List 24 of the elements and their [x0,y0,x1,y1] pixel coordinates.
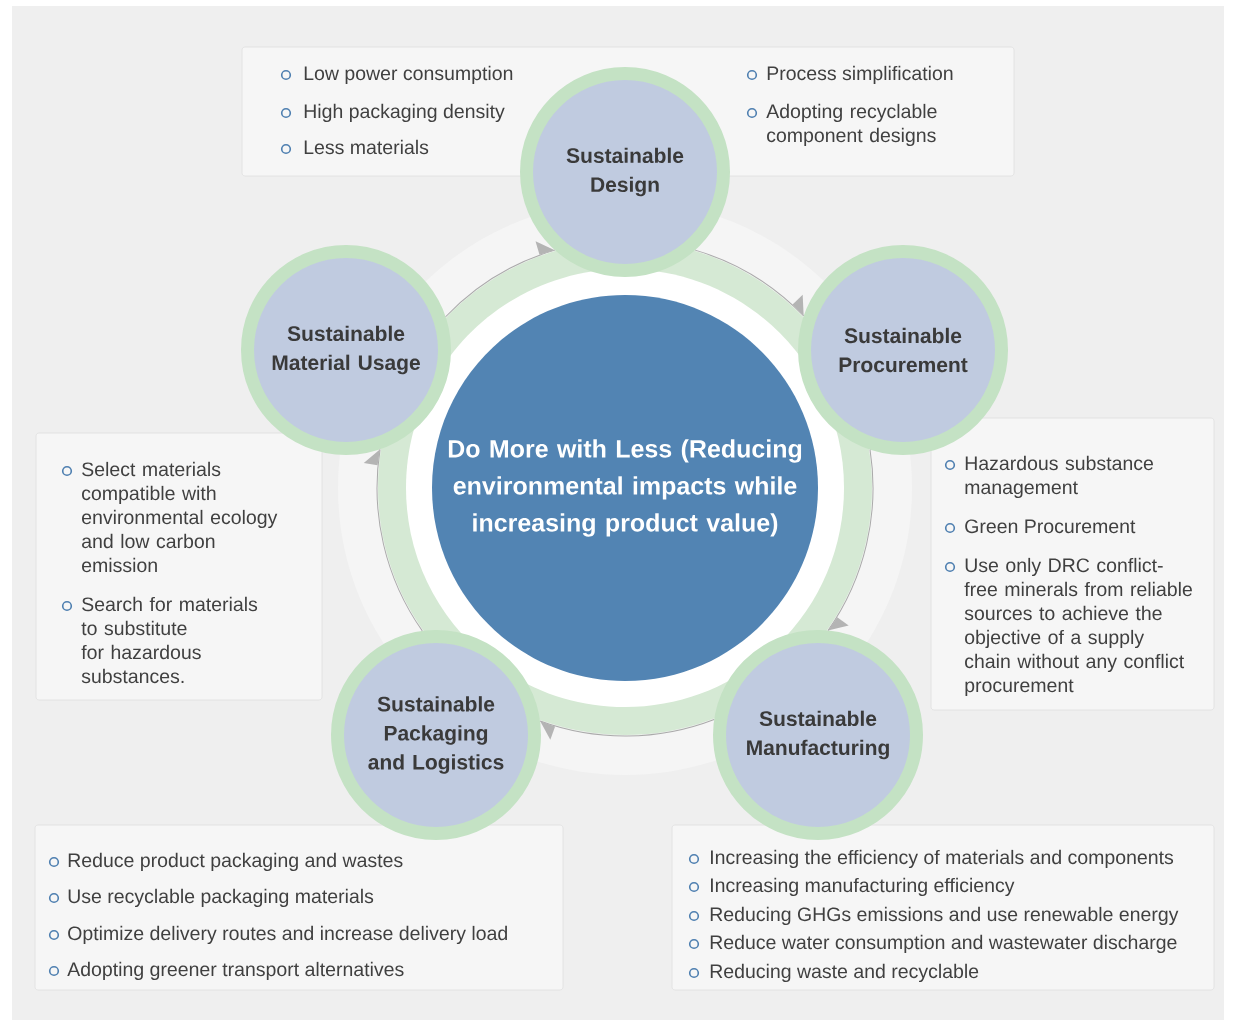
bullet-item: Reducing GHGs emissions and use renewable energy [688,906,1179,926]
bullet-item: Less materials [280,139,429,155]
bullet-item: Reducing waste and recyclable [688,963,979,983]
bullet-item: Reduce product packaging and wastes [48,852,403,872]
bullet-item: Low power consumption [280,65,513,85]
cycle-arrow [827,449,874,631]
bullet-item: Increasing manufacturing efficiency [688,877,1015,897]
cycle-arrow [363,448,423,632]
bullet-item: Process simplification [746,65,953,85]
cycle-arrow [539,718,715,740]
bullet-item: Adopting recyclable component designs [746,103,937,147]
bullet-item: Use only DRC conflict-free minerals from reliable sources to achieve the objective of a supply chain without any conflict procurement [944,557,1192,697]
bullet-item: Optimize delivery routes and increase delivery load [48,925,507,945]
bullet-item: Reduce water consumption and wastewater discharge [688,934,1177,954]
cycle-arrow [694,249,805,317]
bullet-item: Use recyclable packaging materials [48,888,374,908]
cycle-arrow [445,241,556,318]
bullet-item: Hazardous substance management [944,455,1153,499]
bullet-item: Increasing the efficiency of materials and components [688,849,1174,869]
bullet-item: High packaging density [280,103,505,123]
bullet-item: Adopting greener transport alternatives [48,961,404,981]
bullet-item: Select materials compatible with environmental ecology and low carbon emission [61,461,278,573]
bullet-item: Search for materials to substitute for hazardous substances. [61,596,258,684]
bullet-item: Green Procurement [944,519,1136,534]
